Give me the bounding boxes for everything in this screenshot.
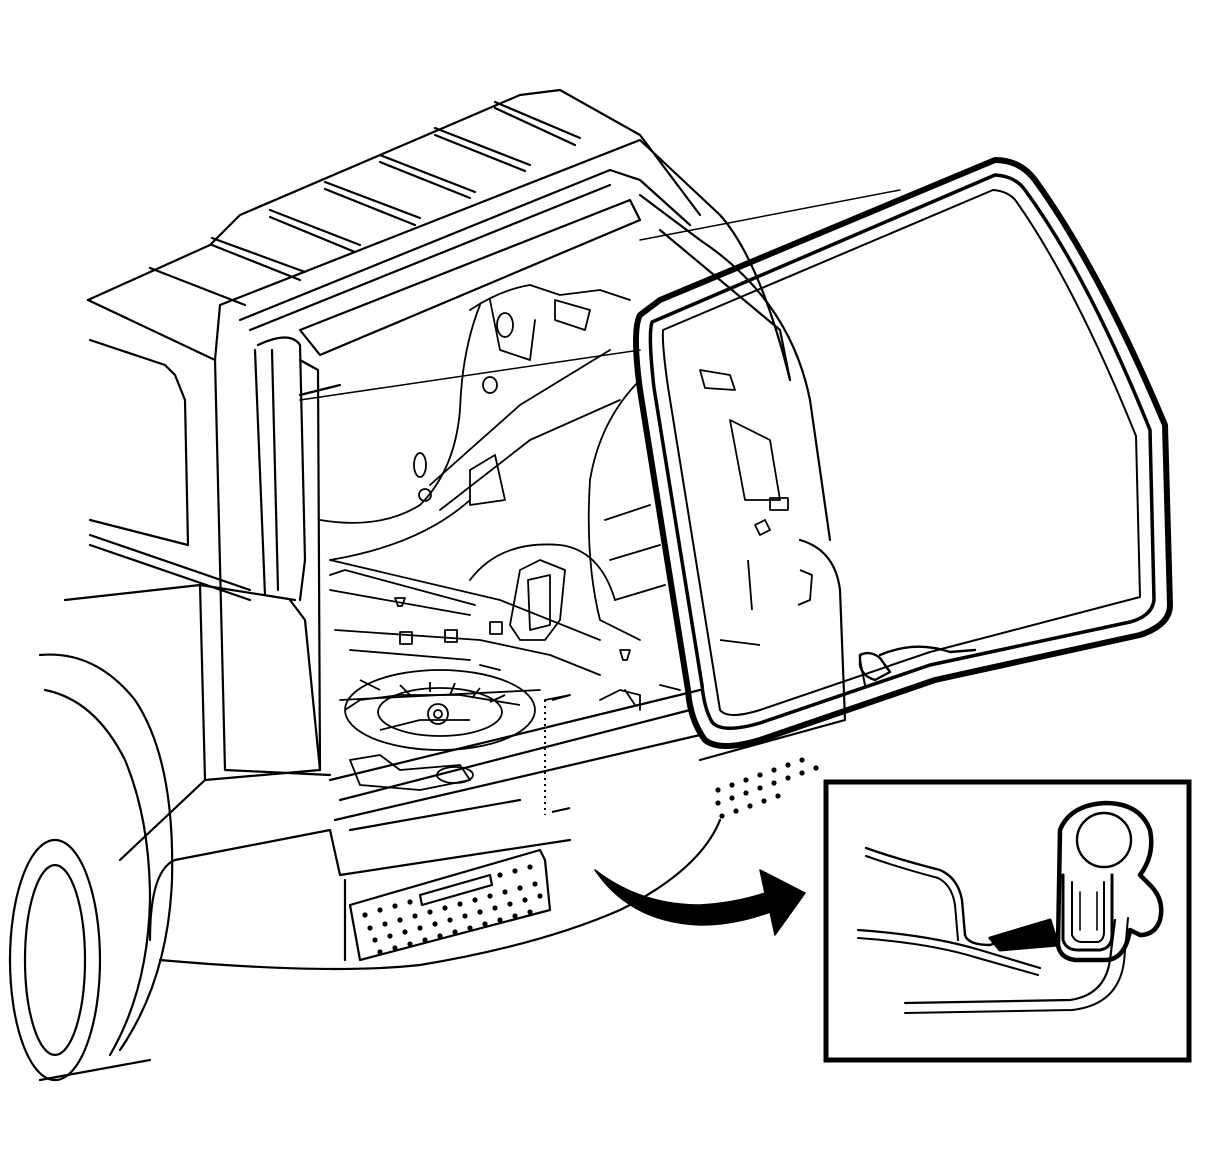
- spare-tire: [344, 669, 536, 791]
- callout-arrow: [594, 869, 806, 936]
- weatherstrip: [299, 157, 1173, 749]
- liftgate-opening: [213, 138, 847, 832]
- cargo-floor: [319, 284, 681, 711]
- detail-inset: [823, 779, 1192, 1063]
- right-trim: [699, 369, 813, 646]
- bumper-pad-texture: [362, 757, 819, 955]
- leader-ticks: [551, 694, 571, 813]
- vehicle-body: [8, 88, 722, 1082]
